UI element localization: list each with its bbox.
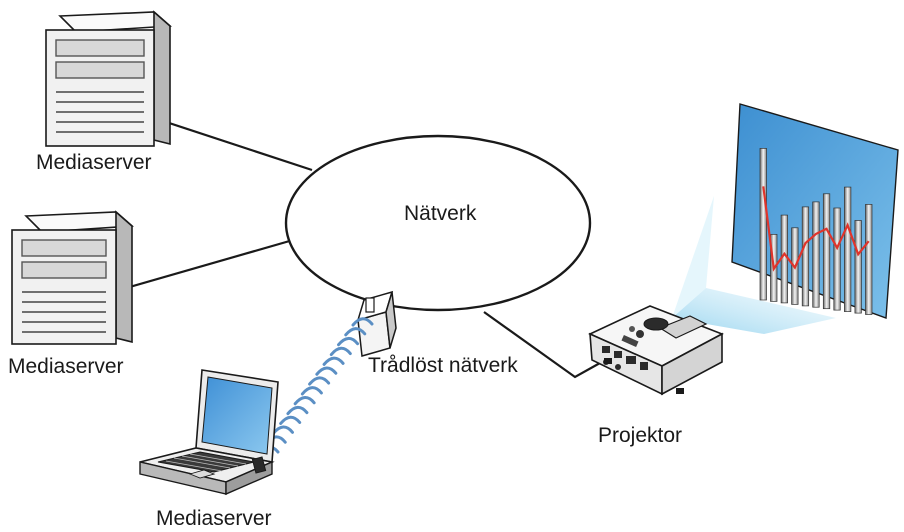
signal-wave-arc (344, 327, 367, 337)
signal-wave-arc (322, 356, 345, 366)
label-server-top: Mediaserver (36, 151, 152, 174)
signal-wave-arc (286, 405, 309, 416)
screen-chart-bar (801, 206, 810, 307)
signal-wave-arc (279, 415, 302, 425)
label-wireless: Trådlöst nätverk (368, 354, 518, 377)
screen-chart-bar (780, 214, 788, 304)
signal-wave-arc (293, 396, 316, 406)
label-network: Nätverk (404, 202, 477, 225)
screen-chart-bar (844, 186, 852, 312)
screen-chart-bar (865, 204, 873, 315)
laptop-icon (139, 369, 279, 496)
label-laptop: Mediaserver (156, 507, 272, 530)
server-top-icon (45, 10, 172, 147)
screen-chart-bar (759, 148, 767, 301)
signal-wave-arc (308, 376, 331, 386)
screen-chart-line (762, 186, 870, 272)
screen-chart-bar (854, 220, 862, 314)
signal-wave-arc (315, 366, 338, 376)
link-server-middle (125, 236, 301, 290)
label-server-middle: Mediaserver (8, 355, 124, 378)
screen-chart (759, 148, 873, 315)
signal-wave-arc (271, 425, 294, 435)
link-server-top (159, 118, 313, 172)
projector-icon (588, 305, 724, 396)
screen-chart-bar (822, 193, 831, 310)
projector-light-beam (672, 288, 836, 334)
wireless-access-point-icon (356, 290, 397, 357)
screen-chart-bar (833, 207, 841, 311)
signal-wave-arc (351, 317, 374, 327)
label-projector: Projektor (598, 424, 683, 447)
projection-screen-icon (731, 103, 899, 319)
screen-chart-bar (812, 201, 820, 308)
link-projector (483, 311, 601, 379)
signal-wave-arc (337, 336, 360, 347)
signal-wave-arc (329, 346, 352, 357)
server-middle-icon (11, 210, 134, 345)
signal-wave-arc (300, 386, 323, 396)
network-cloud (284, 134, 592, 312)
